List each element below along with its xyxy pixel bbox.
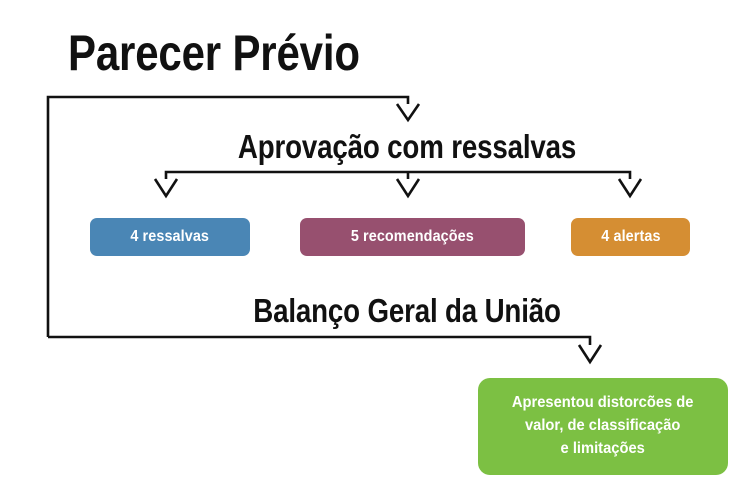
- connector-level3-to-outcome: [48, 335, 592, 345]
- outcome-line-2: valor, de classificação: [525, 417, 681, 435]
- chip-ressalvas[interactable]: 4 ressalvas: [90, 218, 250, 256]
- chip-alertas-label: 4 alertas: [600, 228, 661, 245]
- outcome-text: Apresentou distorcões de valor, de class…: [512, 392, 694, 460]
- arrowhead-to-chip-recomendacoes: [395, 178, 421, 199]
- chip-ressalvas-label: 4 ressalvas: [130, 228, 210, 245]
- outcome-box[interactable]: Apresentou distorcões de valor, de class…: [478, 378, 728, 475]
- connector-level1-split-bar: [164, 170, 632, 179]
- chip-recomendacoes[interactable]: 5 recomendações: [300, 218, 525, 256]
- chip-recomendacoes-label: 5 recomendações: [350, 228, 475, 245]
- arrowhead-to-level1: [395, 103, 421, 123]
- outcome-line-1: Apresentou distorcões de: [512, 394, 694, 412]
- outcome-line-3: e limitações: [560, 439, 646, 457]
- flow-node-aprovacao-com-ressalvas: Aprovação com ressalvas: [237, 128, 577, 165]
- chip-alertas[interactable]: 4 alertas: [571, 218, 690, 256]
- arrowhead-to-chip-ressalvas: [153, 178, 179, 199]
- arrowhead-to-outcome: [577, 344, 603, 365]
- arrowhead-to-chip-alertas: [617, 178, 643, 199]
- flow-node-balanco-geral-da-uniao: Balanço Geral da União: [253, 292, 561, 329]
- page-title: Parecer Prévio: [68, 25, 360, 81]
